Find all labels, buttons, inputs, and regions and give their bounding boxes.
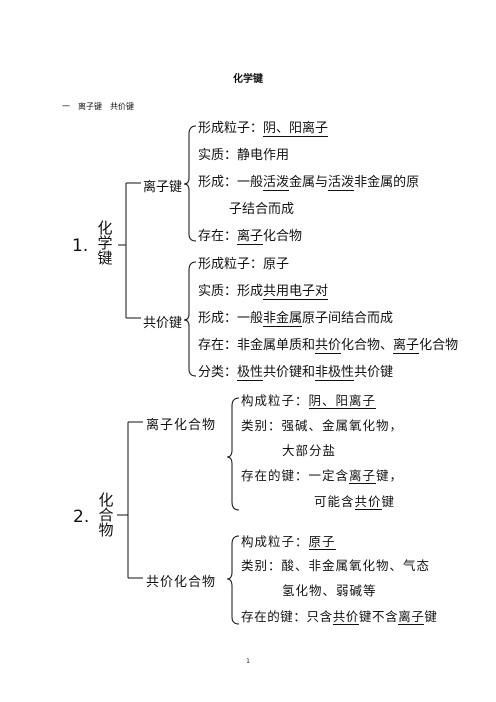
- part1-label: 化学键: [97, 219, 113, 267]
- covalent-row-formation: 形成：一般非金属原子间结合而成: [198, 311, 394, 327]
- covalent-compound-row-particles: 构成粒子：原子: [241, 534, 336, 550]
- ionic-compound-row-bonds-cont: 可能含共价键: [314, 494, 396, 510]
- covalent-row-essence: 实质：形成共用电子对: [198, 284, 329, 300]
- ionic-compound-row-category: 类别：强碱、金属氧化物，: [241, 418, 404, 433]
- covalent-compound-row-category: 类别：酸、非金属氧化物、气态: [241, 558, 431, 573]
- covalent-row-existence: 存在：非金属单质和共价化合物、离子化合物: [198, 338, 459, 354]
- part2-bracket: [117, 421, 143, 579]
- ionic-row-formation-cont: 子结合而成: [229, 202, 295, 217]
- covalent-compound-label: 共价化合物: [146, 575, 217, 590]
- part2-label: 化合物: [98, 491, 114, 539]
- covalent-row-classification: 分类：极性共价键和非极性共价键: [198, 365, 394, 381]
- ionic-compound-row-particles: 构成粒子：阴、阳离子: [241, 393, 377, 409]
- ionic-row-particles: 形成粒子：阴、阳离子: [198, 121, 329, 137]
- ionic-bond-brace: [183, 125, 197, 242]
- page-title: 化学键: [233, 74, 263, 85]
- covalent-bond-label: 共价键: [143, 316, 183, 331]
- part1-number: 1.: [72, 236, 89, 256]
- ionic-compound-row-category-cont: 大部分盐: [282, 443, 337, 458]
- covalent-bond-brace: [183, 261, 197, 377]
- part1-bracket: [118, 182, 141, 319]
- covalent-row-particles: 形成粒子：原子: [198, 257, 290, 272]
- ionic-bond-label: 离子键: [143, 180, 183, 195]
- section-heading: 一 离子键 共价键: [62, 102, 134, 111]
- covalent-compound-row-category-cont: 氢化物、弱碱等: [282, 583, 377, 598]
- ionic-row-essence: 实质：静电作用: [198, 148, 290, 163]
- ionic-compound-brace: [226, 397, 240, 511]
- ionic-row-formation: 形成：一般活泼金属与活泼非金属的原: [198, 175, 420, 191]
- ionic-compound-row-bonds: 存在的键：一定含离子键，: [241, 468, 404, 484]
- ionic-row-existence: 存在：离子化合物: [198, 229, 303, 245]
- page-number: 1: [246, 658, 250, 665]
- covalent-compound-row-bonds: 存在的键：只含共价键不含离子键: [241, 609, 438, 625]
- part2-number: 2.: [73, 507, 90, 527]
- covalent-compound-brace: [226, 535, 240, 625]
- ionic-compound-label: 离子化合物: [146, 418, 217, 433]
